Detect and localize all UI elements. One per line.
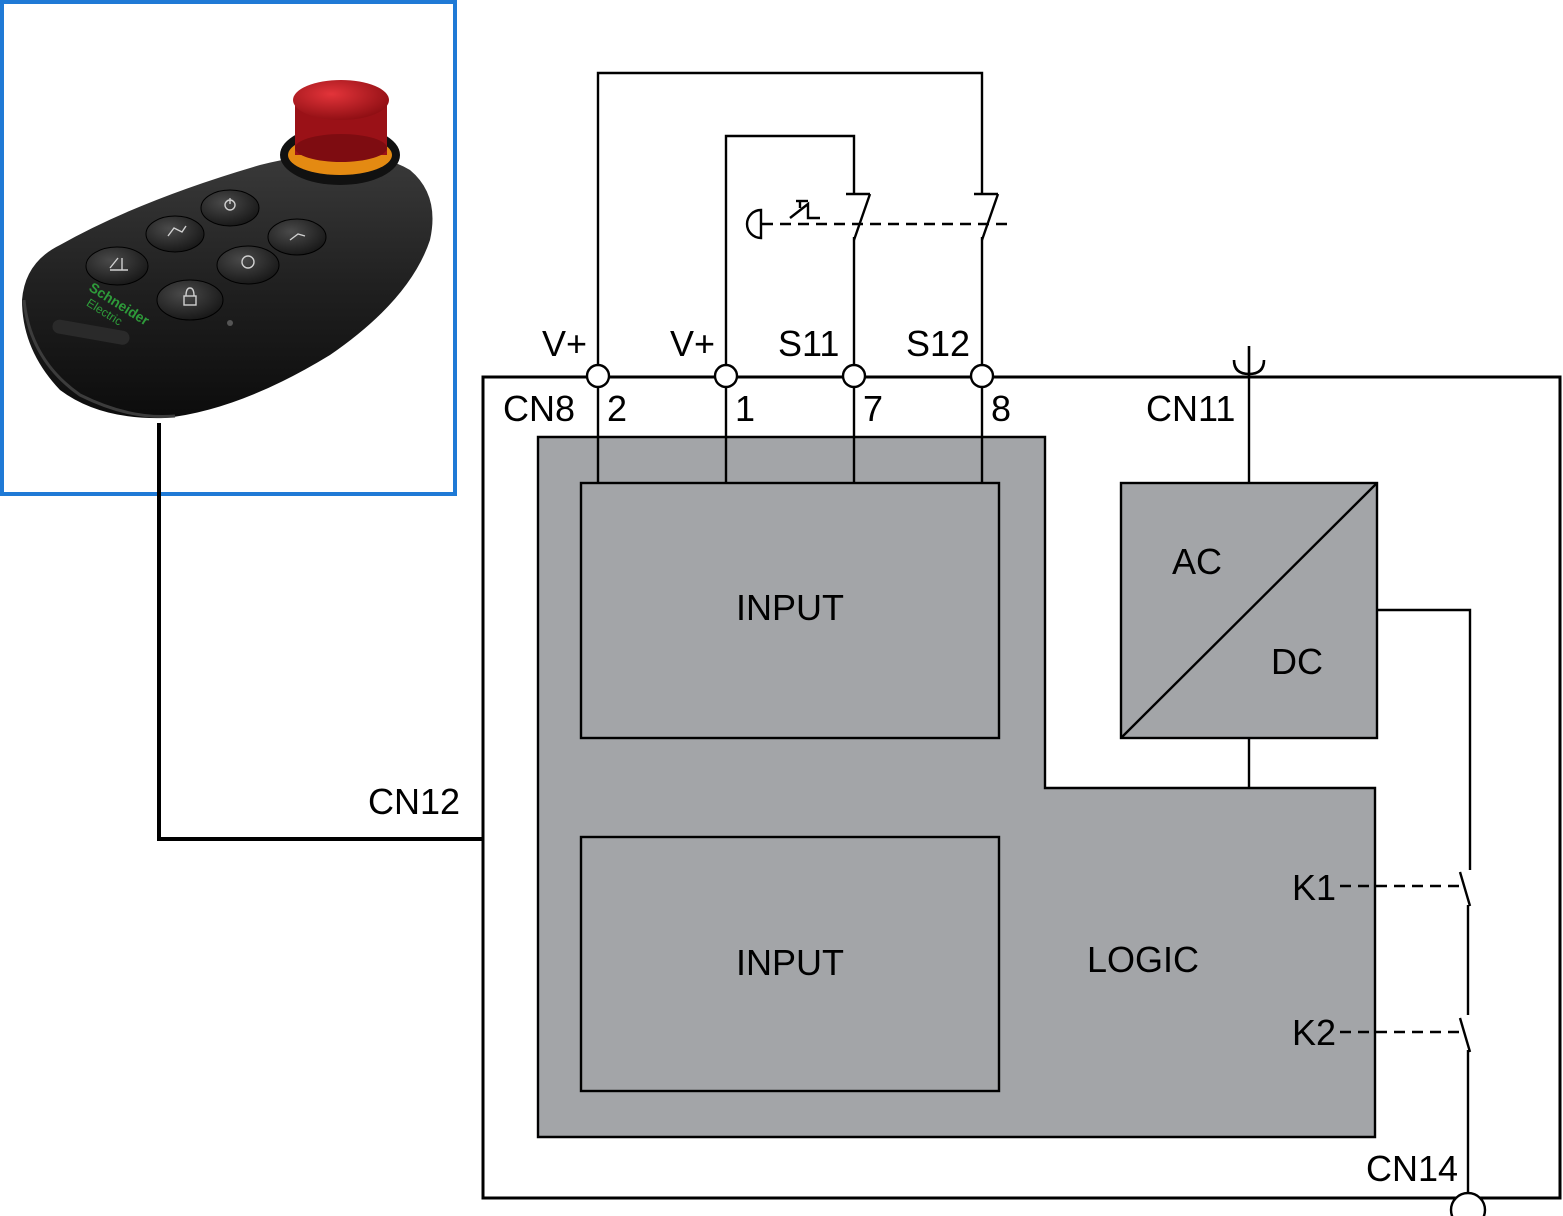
label-k2: K2 [1292,1012,1336,1053]
pendant-image: Schneider Electric [0,0,457,496]
label-v-plus-1: V+ [542,323,587,364]
pendant-buttons [85,189,327,321]
input-block-bottom [579,835,1001,1093]
output-wire [1378,608,1472,870]
relay-contacts [1340,871,1472,1053]
label-dc: DC [1271,641,1323,682]
pendant-button-lock[interactable] [156,279,224,321]
estop-stem-bottom [295,134,387,162]
speed-icon [289,233,306,241]
label-input-top: INPUT [736,587,844,628]
target-icon [241,255,255,269]
lock-icon [183,295,197,306]
label-s11: S11 [778,323,839,364]
mushroom-head-icon [745,208,763,240]
input-block-top [579,481,1001,740]
label-ac: AC [1172,541,1222,582]
estop-head[interactable] [293,80,389,120]
stop-icon [109,257,128,271]
pendant-button-icons [109,198,306,306]
label-k1: K1 [1292,867,1336,908]
label-s12: S12 [906,323,970,364]
latch-icon [789,201,820,220]
ground-icon [1232,346,1266,378]
terminal-cn14[interactable] [1449,1191,1487,1216]
pendant-button-jog[interactable] [145,215,205,253]
terminal-7[interactable] [841,363,867,389]
label-cn11: CN11 [1146,388,1235,429]
pendant-button-power[interactable] [200,189,260,227]
label-cn14: CN14 [1366,1148,1458,1189]
pendant-body [22,153,433,419]
terminal-circles [585,363,1487,1216]
estop-contacts [745,192,1008,241]
terminal-1[interactable] [713,363,739,389]
label-cn8: CN8 [503,388,575,429]
label-logic: LOGIC [1087,939,1199,980]
terminal-2[interactable] [585,363,611,389]
labels: V+ V+ S11 S12 CN8 2 1 7 8 CN11 CN12 CN14… [368,323,1458,1189]
pendant-frame [0,0,457,496]
label-pin-7: 7 [863,388,883,429]
label-input-bottom: INPUT [736,942,844,983]
pendant-button-tool[interactable] [216,245,280,285]
robot-arm-icon [167,225,187,237]
controller-enclosure [481,375,1562,1200]
pendant-button-speed[interactable] [267,218,327,256]
pendant-indicator-slot [52,319,130,345]
k2-contact [1458,1017,1472,1053]
loop-inner [724,134,856,365]
label-cn12: CN12 [368,781,460,822]
k1-contact [1458,871,1472,907]
label-v-plus-2: V+ [670,323,715,364]
pendant-button-stop[interactable] [85,246,149,286]
label-pin-2: 2 [607,388,627,429]
loop-outer [596,71,984,365]
wires [157,71,1472,1198]
pendant-grip-edge [22,299,176,419]
label-pin-1: 1 [735,388,755,429]
terminal-8[interactable] [969,363,995,389]
pendant-led [227,320,233,326]
pendant-cable [157,423,483,841]
label-pin-8: 8 [991,388,1011,429]
